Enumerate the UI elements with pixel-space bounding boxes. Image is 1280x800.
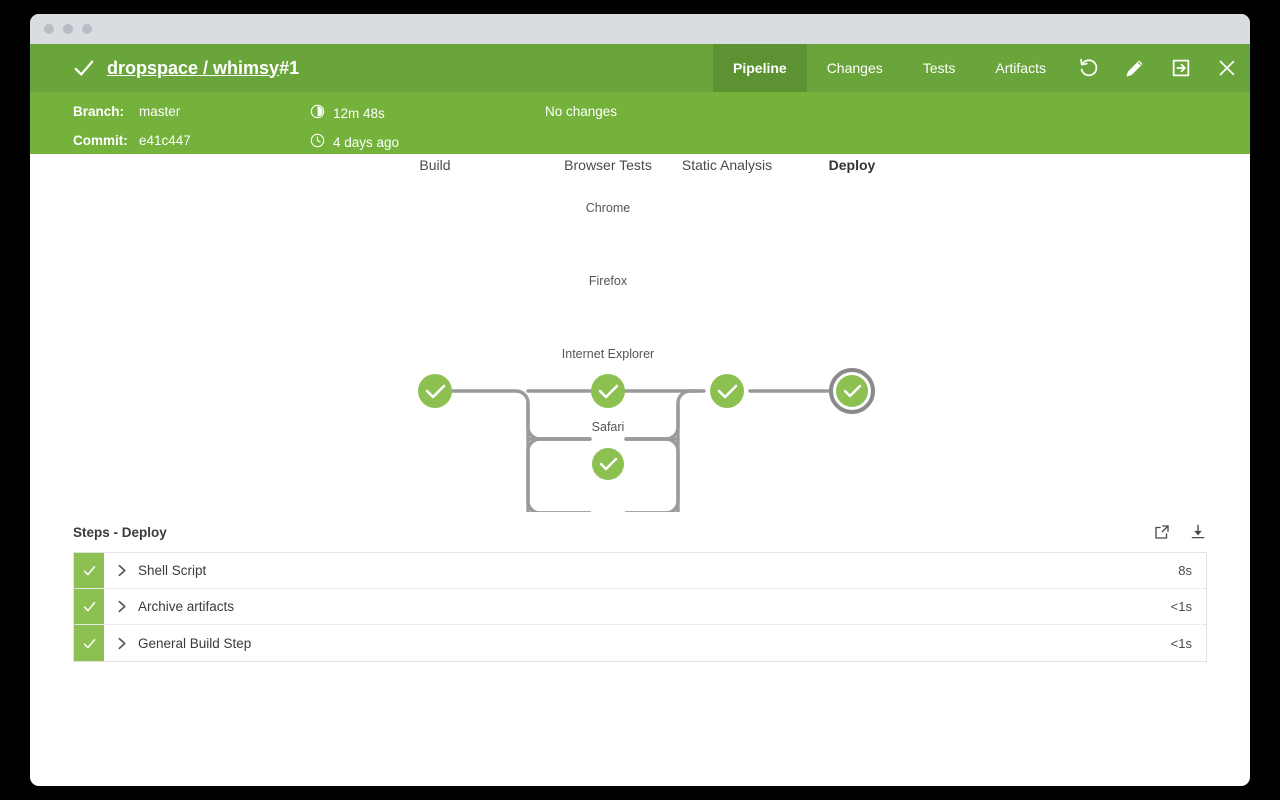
node-label-firefox[interactable]: Firefox bbox=[588, 274, 628, 288]
pipeline-graph: Build Browser Tests Static Analysis Depl… bbox=[30, 154, 1250, 512]
minimize-dot[interactable] bbox=[63, 24, 73, 34]
step-name: Archive artifacts bbox=[138, 599, 235, 614]
table-row[interactable]: Shell Script 8s bbox=[74, 553, 1206, 589]
steps-table: Shell Script 8s Archive artifacts <1s bbox=[73, 552, 1207, 662]
time-value: 4 days ago bbox=[333, 134, 400, 150]
clock-icon bbox=[310, 133, 325, 151]
stage-label-build[interactable]: Build bbox=[419, 157, 451, 173]
project-link[interactable]: dropspace / whimsy bbox=[107, 57, 280, 78]
close-icon[interactable] bbox=[1204, 44, 1250, 92]
duration-info: 12m 48s bbox=[310, 104, 385, 122]
tab-tests[interactable]: Tests bbox=[922, 60, 956, 76]
changes-info: No changes bbox=[545, 104, 617, 119]
app-window: dropspace / whimsy#1 Pipeline Changes Te… bbox=[30, 14, 1250, 786]
duration-icon bbox=[310, 104, 325, 122]
window-titlebar bbox=[30, 14, 1250, 44]
stage-label-static-analysis[interactable]: Static Analysis bbox=[681, 157, 773, 173]
tab-pipeline[interactable]: Pipeline bbox=[713, 44, 807, 92]
commit-label: Commit: bbox=[73, 133, 128, 148]
tab-artifacts[interactable]: Artifacts bbox=[995, 60, 1046, 76]
edit-icon[interactable] bbox=[1112, 44, 1158, 92]
steps-header: Steps - Deploy bbox=[73, 512, 1207, 552]
open-log-icon[interactable] bbox=[1153, 523, 1171, 541]
node-label-internet-explorer[interactable]: Internet Explorer bbox=[561, 347, 655, 361]
stage-label-browser-tests[interactable]: Browser Tests bbox=[564, 157, 652, 173]
stage-node-static-analysis bbox=[710, 374, 744, 408]
step-name: Shell Script bbox=[138, 563, 207, 578]
time-info: 4 days ago bbox=[310, 133, 399, 151]
stage-label-deploy[interactable]: Deploy bbox=[828, 157, 876, 173]
stage-node-deploy bbox=[829, 368, 875, 414]
node-firefox bbox=[592, 448, 624, 480]
run-header: dropspace / whimsy#1 Pipeline Changes Te… bbox=[30, 44, 1250, 92]
check-icon bbox=[73, 57, 95, 79]
run-number: #1 bbox=[279, 57, 300, 78]
stage-node-build bbox=[418, 374, 452, 408]
step-status-icon bbox=[74, 553, 104, 588]
chevron-right-icon[interactable] bbox=[104, 589, 138, 624]
commit-value: e41c447 bbox=[139, 133, 191, 148]
header-nav: Pipeline Changes Tests Artifacts bbox=[713, 44, 1250, 92]
table-row[interactable]: General Build Step <1s bbox=[74, 625, 1206, 661]
step-duration: 8s bbox=[1178, 563, 1192, 578]
chevron-right-icon[interactable] bbox=[104, 625, 138, 661]
branch-label: Branch: bbox=[73, 104, 125, 119]
duration-value: 12m 48s bbox=[333, 105, 385, 121]
branch-info: Branch: master bbox=[73, 104, 180, 119]
open-in-icon[interactable] bbox=[1158, 44, 1204, 92]
step-status-icon bbox=[74, 589, 104, 624]
step-duration: <1s bbox=[1170, 599, 1192, 614]
run-header-left: dropspace / whimsy#1 bbox=[30, 44, 299, 92]
pipeline-edges bbox=[418, 368, 875, 512]
step-status-icon bbox=[74, 625, 104, 661]
close-dot[interactable] bbox=[44, 24, 54, 34]
steps-actions bbox=[1153, 523, 1207, 541]
commit-info: Commit: e41c447 bbox=[73, 133, 191, 148]
tab-changes[interactable]: Changes bbox=[826, 60, 883, 76]
node-label-safari[interactable]: Safari bbox=[591, 420, 625, 434]
steps-section: Steps - Deploy bbox=[30, 512, 1250, 662]
rerun-icon[interactable] bbox=[1066, 44, 1112, 92]
steps-title: Steps - Deploy bbox=[73, 524, 167, 540]
page-title[interactable]: dropspace / whimsy#1 bbox=[107, 58, 299, 79]
branch-value: master bbox=[139, 104, 181, 119]
run-info-bar: Branch: master Commit: e41c447 12m 48s bbox=[30, 92, 1250, 154]
download-icon[interactable] bbox=[1189, 523, 1207, 541]
step-duration: <1s bbox=[1170, 635, 1192, 651]
stage-node-browser-tests bbox=[591, 374, 625, 408]
zoom-dot[interactable] bbox=[82, 24, 92, 34]
chevron-right-icon[interactable] bbox=[104, 553, 138, 588]
node-label-chrome[interactable]: Chrome bbox=[585, 201, 631, 215]
step-name: General Build Step bbox=[138, 635, 252, 651]
table-row[interactable]: Archive artifacts <1s bbox=[74, 589, 1206, 625]
changes-value: No changes bbox=[545, 104, 618, 119]
